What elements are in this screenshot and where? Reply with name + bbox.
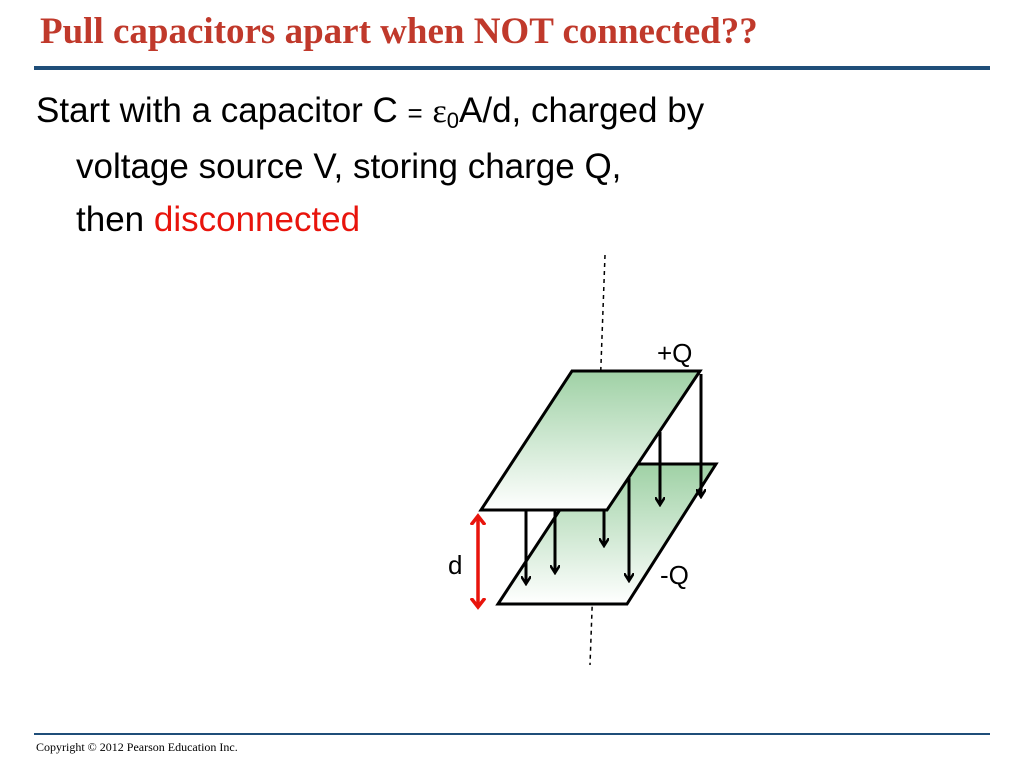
bullet-line-1-end: A/d, charged by — [459, 91, 705, 130]
top-plate-charge-label: +Q — [657, 338, 692, 368]
epsilon-subscript: 0 — [446, 108, 459, 133]
equals-sign: = — [407, 98, 423, 128]
disconnected-word: disconnected — [153, 200, 361, 239]
bullet-line-1: Start with a capacitor C = ε0A/d, charge… — [36, 84, 936, 140]
copyright-text: Copyright © 2012 Pearson Education Inc. — [36, 740, 238, 754]
footer-divider — [34, 733, 990, 735]
epsilon-symbol: ε — [432, 93, 447, 130]
bullet-line-2: voltage source V, storing charge Q, — [76, 147, 622, 186]
top-plate — [478, 369, 703, 512]
bullet-line-1-start: Start with a capacitor C — [36, 91, 408, 130]
bullet-line-3: then disconnected — [36, 193, 936, 246]
bottom-plate-charge-label: -Q — [660, 560, 689, 590]
bullet-text: Start with a capacitor C = ε0A/d, charge… — [36, 84, 936, 246]
gap-distance-label: d — [448, 550, 462, 580]
title-divider — [34, 66, 990, 70]
bullet-line-3-then: then — [76, 200, 154, 239]
slide-title: Pull capacitors apart when NOT connected… — [40, 11, 758, 52]
